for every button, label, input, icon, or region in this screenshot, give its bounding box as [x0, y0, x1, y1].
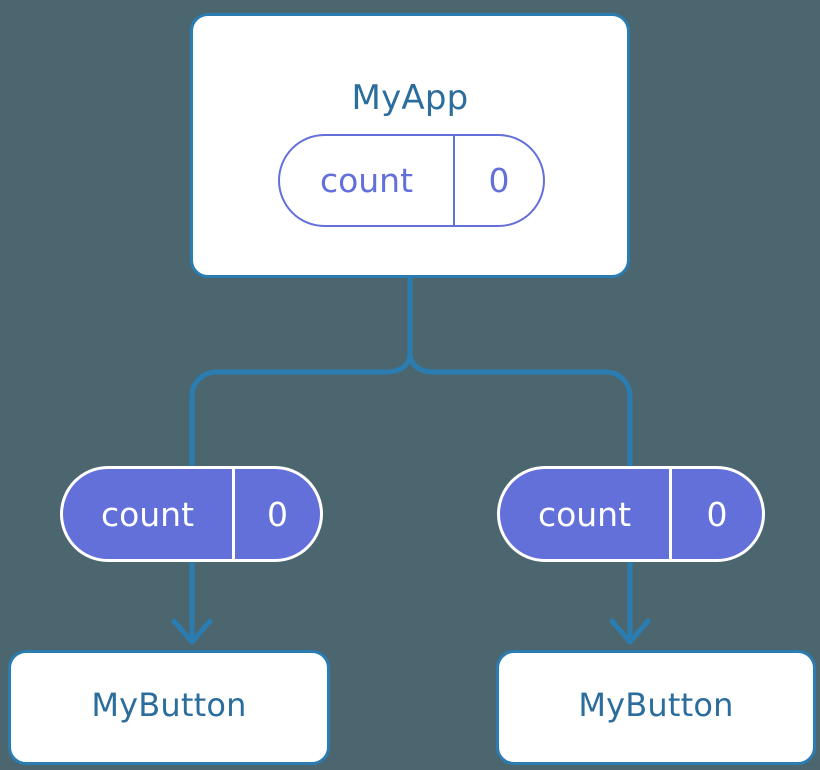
split-right-flare — [407, 351, 606, 375]
arrow-right-head-icon — [609, 618, 651, 645]
arrow-left-head-icon — [171, 618, 213, 645]
branch-left — [189, 369, 217, 468]
split-left-flare — [216, 351, 413, 375]
state-pill-value: 0 — [488, 161, 510, 200]
component-box-myapp[interactable]: MyApp — [190, 13, 630, 278]
state-pill-name: count — [280, 136, 455, 225]
props-pill-left[interactable]: count 0 — [60, 466, 323, 562]
component-label-mybutton-right: MyButton — [578, 686, 734, 724]
component-box-mybutton-left[interactable]: MyButton — [8, 650, 330, 765]
props-pill-left-name: count — [63, 469, 235, 559]
component-box-mybutton-right[interactable]: MyButton — [496, 650, 816, 765]
props-pill-right-value: 0 — [706, 494, 728, 534]
state-pill-myapp[interactable]: count 0 — [278, 134, 545, 227]
component-label-mybutton-left: MyButton — [91, 686, 247, 724]
props-pill-right[interactable]: count 0 — [497, 466, 765, 562]
branch-right — [605, 369, 633, 468]
component-label-myapp: MyApp — [351, 78, 469, 118]
props-pill-left-value: 0 — [267, 494, 288, 534]
props-pill-right-name: count — [500, 469, 672, 559]
